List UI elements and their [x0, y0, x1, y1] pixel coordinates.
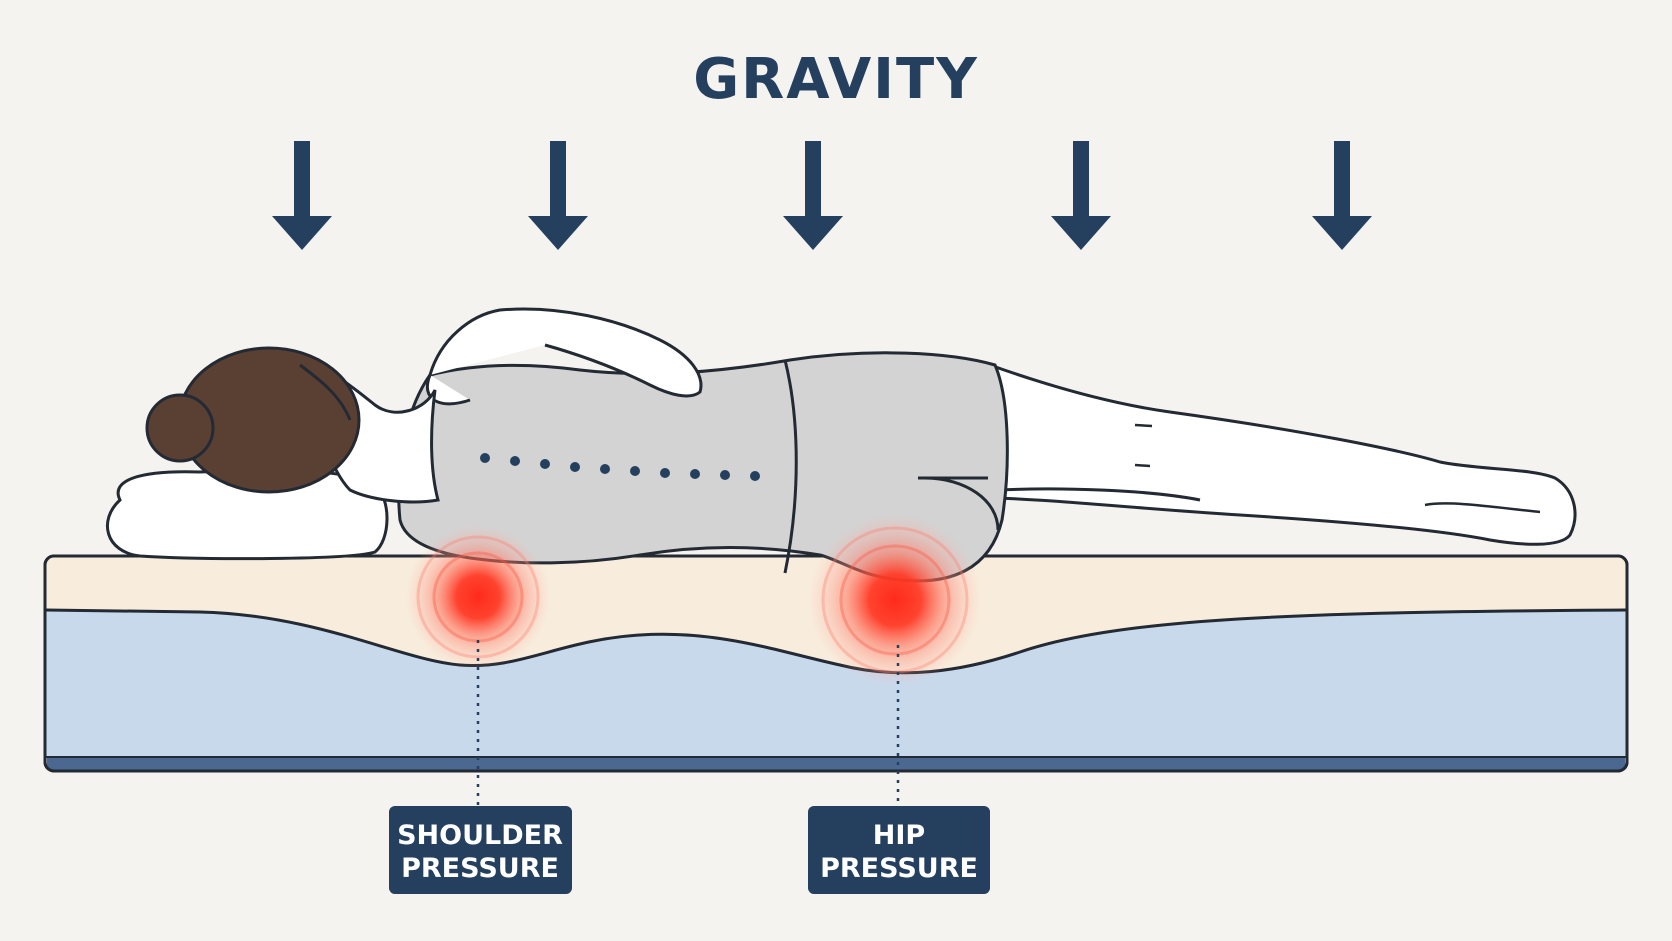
hip-label-line-1: HIP: [873, 820, 925, 851]
mattress-layer-divider: [45, 608, 1627, 675]
down-arrow-icon: [1312, 141, 1372, 250]
down-arrow-icon: [1051, 141, 1111, 250]
pressure-glow-icon: [809, 514, 981, 686]
gravity-arrows: [272, 141, 1372, 250]
shoulder-label-line-2: PRESSURE: [401, 853, 559, 884]
sleeping-person: [145, 307, 1577, 583]
down-arrow-icon: [528, 141, 588, 250]
pressure-glows: [406, 514, 981, 686]
mattress-base-band: [47, 758, 1625, 770]
upper-arm: [428, 307, 703, 398]
down-arrow-icon: [783, 141, 843, 250]
spine-dots-icon: [480, 453, 760, 481]
pillow: [105, 468, 389, 561]
hip-label-line-2: PRESSURE: [820, 853, 978, 884]
down-arrow-icon: [272, 141, 332, 250]
hair-bun: [145, 393, 215, 463]
legs: [988, 362, 1577, 546]
hip-pressure-label: HIP PRESSURE: [808, 806, 990, 894]
pressure-glow-icon: [406, 525, 550, 669]
shoulder-pressure-label: SHOULDER PRESSURE: [389, 806, 572, 894]
shoulder-label-line-1: SHOULDER: [397, 820, 563, 851]
head: [145, 346, 361, 494]
gravity-title: GRAVITY: [693, 47, 979, 112]
